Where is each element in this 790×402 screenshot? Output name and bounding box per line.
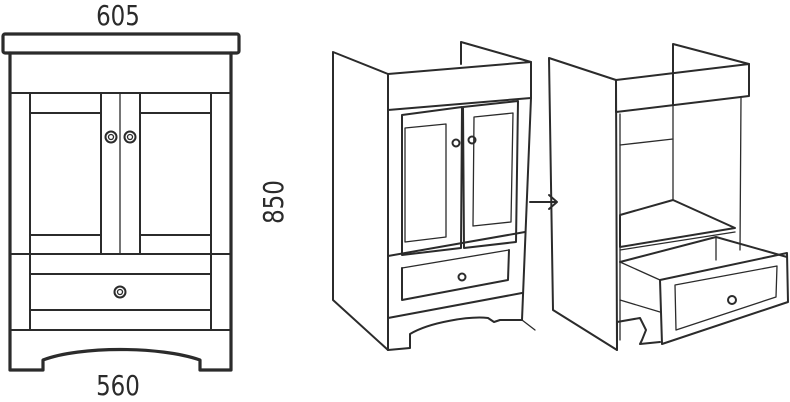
right-side-panel: [460, 41, 532, 65]
left-side-panel: [548, 57, 618, 351]
cabinet-outline: [8, 51, 233, 372]
drawer-top-rail: [387, 231, 526, 257]
door-knob-icon: [104, 130, 137, 144]
plinth: [387, 292, 523, 351]
front-view: [1, 32, 241, 372]
iso-view-closed: [332, 41, 536, 351]
front-frame: [387, 97, 532, 351]
interior-frame: [619, 97, 742, 341]
iso-view-open: [548, 43, 789, 351]
left-door: [401, 106, 463, 256]
drawer-knob-icon: [727, 295, 737, 305]
arrow-right-icon: [529, 194, 558, 210]
left-side-panel: [332, 51, 389, 351]
door-knob-icon: [451, 135, 477, 148]
drawer-knob-icon: [113, 285, 127, 299]
drawer: [29, 273, 212, 311]
open-drawer: [619, 236, 789, 345]
left-door: [29, 92, 121, 255]
countertop: [1, 32, 241, 55]
right-door: [139, 92, 212, 255]
right-side-panel: [672, 43, 750, 105]
right-door: [462, 100, 519, 249]
drawer-knob-icon: [457, 272, 467, 282]
top-rail: [615, 63, 750, 113]
dimension-top-width: 605: [96, 0, 140, 32]
interior-shelf: [619, 199, 736, 248]
drawer: [401, 249, 510, 301]
plinth: [616, 317, 661, 351]
dimension-bottom-width: 560: [96, 369, 140, 402]
